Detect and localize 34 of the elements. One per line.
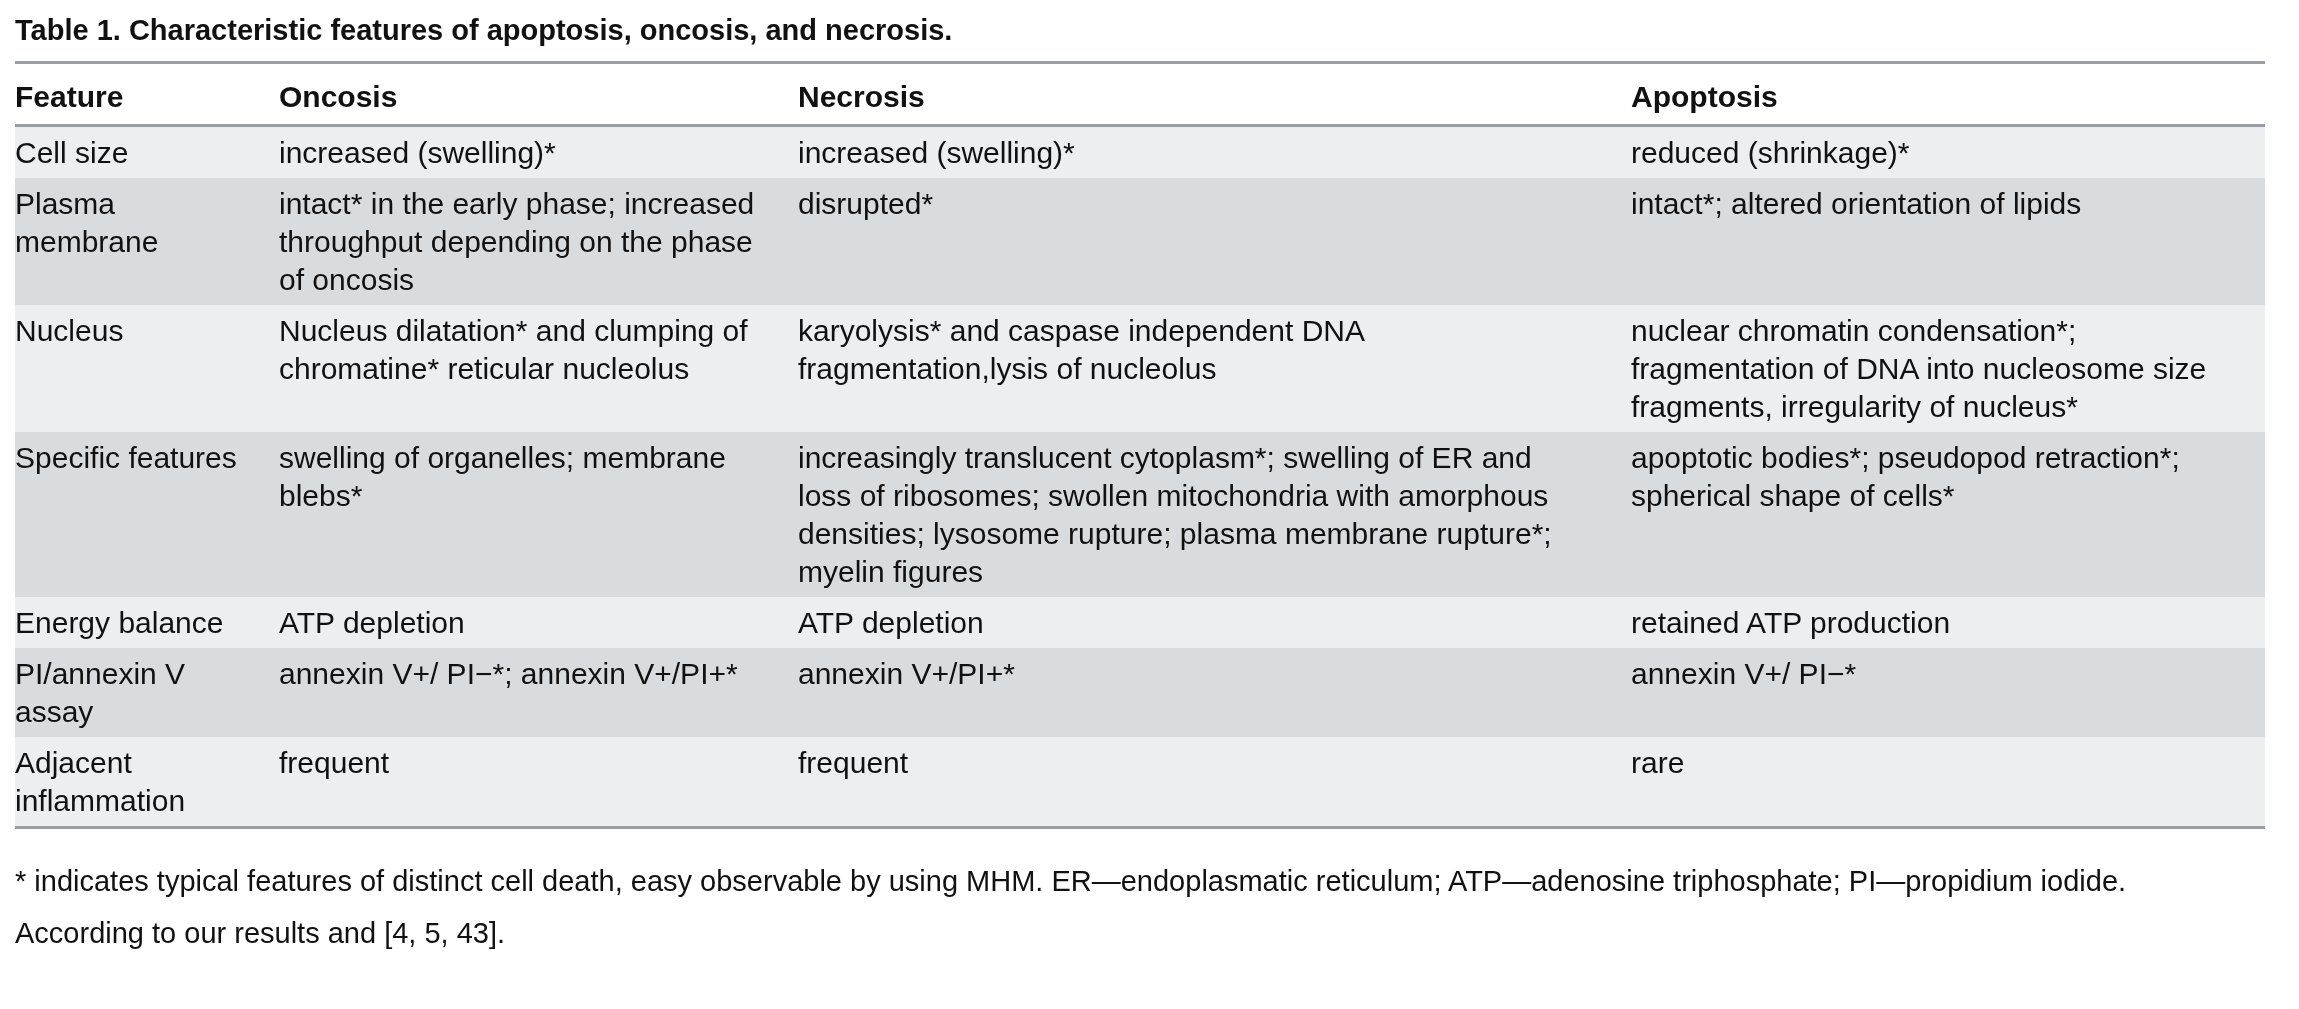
table-cell-text: annexin V+/PI+* — [798, 656, 1015, 692]
table-cell-text: reduced (shrinkage)* — [1631, 135, 1910, 171]
table-cell-text: frequent — [279, 745, 390, 781]
table-cell-text: intact*; altered orientation of lipids — [1631, 186, 2082, 222]
table-footnote: * indicates typical features of distinct cell death, easy observable by using MHM. ER—endoplasmatic reticulum; ATP—adenosine triphosphate; PI—propidium iodide. According to our results and [4, 5, 43]. — [15, 864, 2128, 951]
table-cell-text: nuclear chromatin condensation*; fragmentation of DNA into nucleosome size fragments, irregularity of nucleus* — [1631, 313, 2208, 425]
table-cell-text: retained ATP production — [1631, 605, 1951, 641]
table-cell-text: swelling of organelles; membrane blebs* — [279, 440, 727, 514]
table-title: Table 1. Characteristic features of apoptosis, oncosis, and necrosis. — [15, 14, 953, 47]
column-header: Necrosis — [798, 79, 925, 115]
row-header: Nucleus — [15, 313, 124, 349]
table-cell-text: rare — [1631, 745, 1685, 781]
table-cell-text: annexin V+/ PI−* — [1631, 656, 1857, 692]
table-cell-text: intact* in the early phase; increased throughput depending on the phase of oncosis — [279, 186, 756, 298]
column-header: Apoptosis — [1631, 79, 1778, 115]
table-cell-text: ATP depletion — [798, 605, 984, 641]
row-header: Cell size — [15, 135, 129, 171]
table-cell-text: annexin V+/ PI−*; annexin V+/PI+* — [279, 656, 738, 692]
row-header: Plasma membrane — [15, 186, 160, 260]
table-cell-text: frequent — [798, 745, 909, 781]
table-cell-text: increased (swelling)* — [279, 135, 556, 171]
table-cell-text: karyolysis* and caspase independent DNA fragmentation,lysis of nucleolus — [798, 313, 1365, 387]
column-header: Feature — [15, 79, 124, 115]
row-header: Specific features — [15, 440, 237, 476]
row-header: Energy balance — [15, 605, 224, 641]
table-cell-text: Nucleus dilatation* and clumping of chromatine* reticular nucleolus — [279, 313, 749, 387]
table-cell-text: increased (swelling)* — [798, 135, 1075, 171]
column-header: Oncosis — [279, 79, 398, 115]
row-header: Adjacent inflammation — [15, 745, 187, 819]
table-cell-text: apoptotic bodies*; pseudopod retraction*; spherical shape of cells* — [1631, 440, 2181, 514]
table-cell-text: increasingly translucent cytoplasm*; swelling of ER and loss of ribosomes; swollen mitochondria with amorphous densities; lysosome rupture; plasma membrane rupture*; myelin figures — [798, 440, 1553, 590]
row-header: PI/annexin V assay — [15, 656, 187, 730]
table-cell-text: disrupted* — [798, 186, 934, 222]
table-cell-text: ATP depletion — [279, 605, 465, 641]
